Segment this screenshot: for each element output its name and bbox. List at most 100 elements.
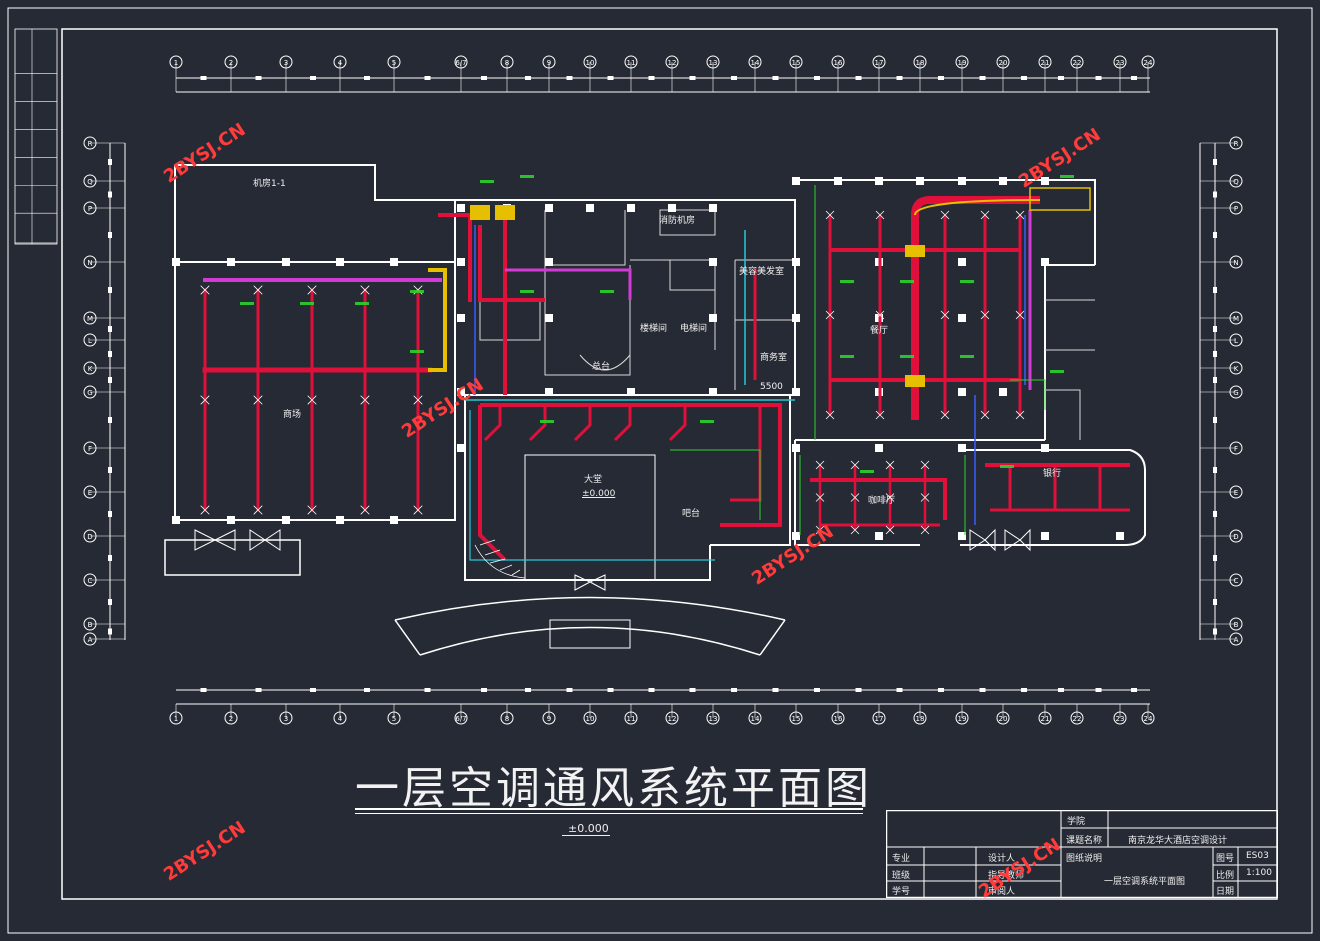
dim-mark [108, 467, 112, 473]
mall-label: 商场 [283, 410, 302, 420]
air-diffuser [815, 525, 825, 535]
tb-designer: 设计人 [988, 854, 1016, 864]
axis-bubble [83, 441, 97, 455]
column [709, 314, 717, 322]
axis-bubble [224, 711, 238, 725]
tb-checker: 审阅人 [988, 887, 1016, 897]
axis-label: 12 [668, 59, 677, 67]
axis-label: K [1234, 365, 1239, 373]
cafe-label: 咖啡厅 [868, 496, 896, 506]
column [172, 258, 180, 266]
axis-label: G [1233, 389, 1238, 397]
column [709, 204, 717, 212]
air-diffuser [825, 410, 835, 420]
axis-label: A [1234, 636, 1239, 644]
axis-label: 2 [229, 59, 233, 67]
dim-mark [1213, 599, 1217, 605]
axis-bubble [83, 632, 97, 646]
air-diffuser [875, 210, 885, 220]
column [834, 177, 842, 185]
dim-mark [1131, 688, 1137, 692]
dim-mark [855, 688, 862, 692]
axis-label: L [88, 337, 92, 345]
margin-strip [14, 28, 58, 245]
axis-bubble [665, 55, 679, 69]
pipe-tag [1050, 370, 1064, 373]
axis-bubble [500, 711, 514, 725]
air-diffuser [815, 460, 825, 470]
axis-bubble [955, 55, 969, 69]
air-diffuser [980, 410, 990, 420]
axis-label: C [1234, 577, 1239, 585]
axis-bubble [831, 711, 845, 725]
axis-bubble [872, 55, 886, 69]
level-label: ±0.000 [568, 822, 609, 835]
air-diffuser [1015, 410, 1025, 420]
axis-label: P [88, 205, 92, 213]
axis-bubble [279, 711, 293, 725]
dim-mark [1095, 688, 1102, 692]
dim-mark [108, 555, 112, 561]
air-diffuser [940, 310, 950, 320]
column [457, 314, 465, 322]
dim-mark [689, 76, 696, 80]
column [999, 177, 1007, 185]
dim-mark [1021, 688, 1027, 692]
pipe-tag [355, 302, 369, 305]
pipe-tag [540, 420, 554, 423]
dim-mark [648, 76, 655, 80]
hall-outline [524, 454, 656, 581]
air-diffuser [980, 310, 990, 320]
tb-scale: 1:100 [1246, 868, 1272, 878]
dim-mark [731, 688, 737, 692]
axis-bubble [1229, 529, 1243, 543]
dim-mark [1213, 555, 1217, 561]
inner-border [61, 28, 1278, 900]
pipe-tag [860, 470, 874, 473]
column [875, 177, 883, 185]
dim-mark [1058, 76, 1064, 80]
axis-label: 4 [338, 59, 343, 67]
axis-label: 23 [1116, 715, 1125, 723]
tb-date-label: 日期 [1216, 887, 1235, 897]
axis-label: 12 [668, 715, 677, 723]
axis-label: 11 [627, 59, 636, 67]
axis-label: 21 [1041, 715, 1050, 723]
dim-mark [200, 76, 207, 80]
axis-bubble [1070, 55, 1084, 69]
axis-label: 20 [999, 59, 1008, 67]
doors [194, 528, 1031, 591]
axis-label: 22 [1073, 715, 1082, 723]
axis-bubble [1229, 485, 1243, 499]
axis-label: 19 [958, 715, 967, 723]
tb-class: 班级 [892, 871, 911, 881]
bar-label: 吧台 [682, 509, 701, 519]
dim-mark [772, 688, 779, 692]
mall-ducts [200, 213, 472, 515]
dim-mark [310, 76, 316, 80]
axis-bubble [1141, 55, 1155, 69]
axis-bubble [83, 385, 97, 399]
axis-bubble [83, 617, 97, 631]
axis-bubble [1113, 55, 1127, 69]
pipe-tag [900, 355, 914, 358]
air-diffuser [200, 285, 210, 295]
tb-student-no: 学号 [892, 887, 911, 897]
axis-label: F [88, 445, 92, 453]
axis-bubble [1070, 711, 1084, 725]
hall-level-label: ±0.000 [582, 489, 616, 499]
column [958, 177, 966, 185]
tb-school: 学院 [1067, 817, 1086, 827]
axis-label: E [88, 489, 92, 497]
axis-bubble [1229, 174, 1243, 188]
column [627, 204, 635, 212]
column [457, 258, 465, 266]
axis-label: 1 [174, 59, 178, 67]
air-diffuser [253, 285, 263, 295]
air-diffuser [253, 395, 263, 405]
column [999, 388, 1007, 396]
dim-mark [566, 688, 573, 692]
